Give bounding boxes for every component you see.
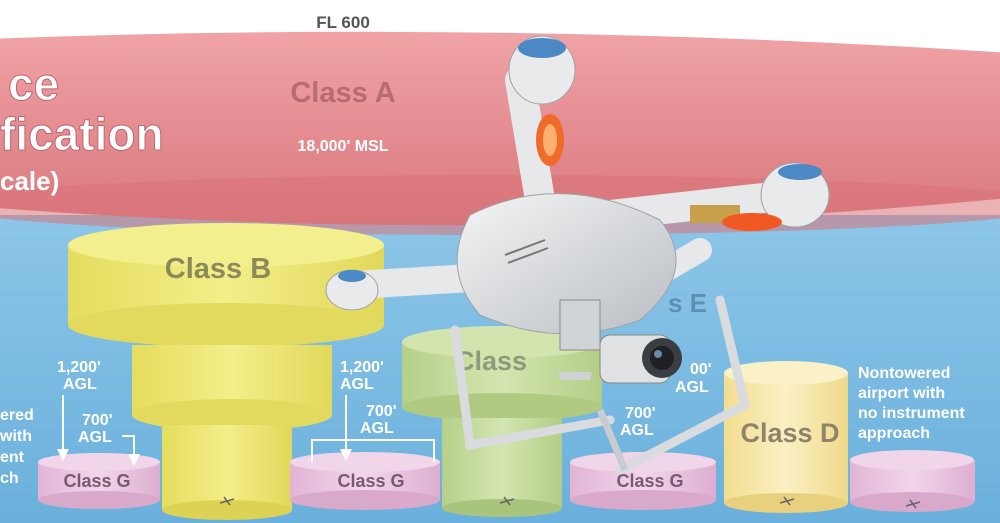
agl-1200-right-line2: AGL: [675, 379, 709, 396]
class-g-label-3: Class G: [616, 471, 683, 491]
class-c-label: Class: [455, 346, 527, 376]
left-side-line2: with: [0, 428, 32, 445]
class-g-disc-2: [290, 452, 440, 510]
class-e-partial-label: s E: [668, 288, 707, 318]
agl-700-mid-line1: 700': [366, 403, 397, 420]
agl-700-left-arrow: [122, 435, 140, 466]
airport-symbol-icons: [219, 496, 921, 509]
agl-1200-right-line1: 00': [690, 361, 712, 378]
nontowered-line4: approach: [858, 425, 930, 442]
class-g-label-1: Class G: [63, 471, 130, 491]
class-g-label-2: Class G: [337, 471, 404, 491]
agl-700-mid-bracket: [311, 439, 435, 462]
class-d-airspace: [724, 361, 848, 513]
drone-image: [325, 35, 830, 475]
nontowered-line3: no instrument: [858, 405, 965, 422]
agl-700-right-line1: 700': [625, 405, 656, 422]
nontowered-line1: Nontowered: [858, 365, 950, 382]
class-b-airspace: [68, 223, 384, 520]
left-side-line4: ch: [0, 470, 19, 487]
fl600-label: FL 600: [316, 13, 370, 32]
title-line-2: fication: [0, 108, 164, 160]
class-a-floor-label: 18,000' MSL: [298, 138, 389, 155]
title-line-3: cale): [0, 166, 59, 196]
class-a-label: Class A: [290, 77, 395, 109]
agl-700-right-line2: AGL: [620, 422, 654, 439]
agl-700-mid-line2: AGL: [360, 420, 394, 437]
left-side-line1: ered: [0, 407, 34, 424]
agl-1200-mid-line1: 1,200': [340, 359, 384, 376]
nontowered-line2: airport with: [858, 385, 945, 402]
class-b-label: Class B: [165, 253, 271, 285]
agl-1200-left-line1: 1,200': [57, 359, 101, 376]
left-side-line3: ent: [0, 449, 25, 466]
agl-700-left-line2: AGL: [78, 429, 112, 446]
agl-700-left-line1: 700': [82, 412, 113, 429]
title-line-1: ce: [8, 58, 59, 110]
agl-1200-mid-line2: AGL: [340, 376, 374, 393]
agl-1200-left-line2: AGL: [63, 376, 97, 393]
class-d-label: Class D: [740, 418, 839, 448]
